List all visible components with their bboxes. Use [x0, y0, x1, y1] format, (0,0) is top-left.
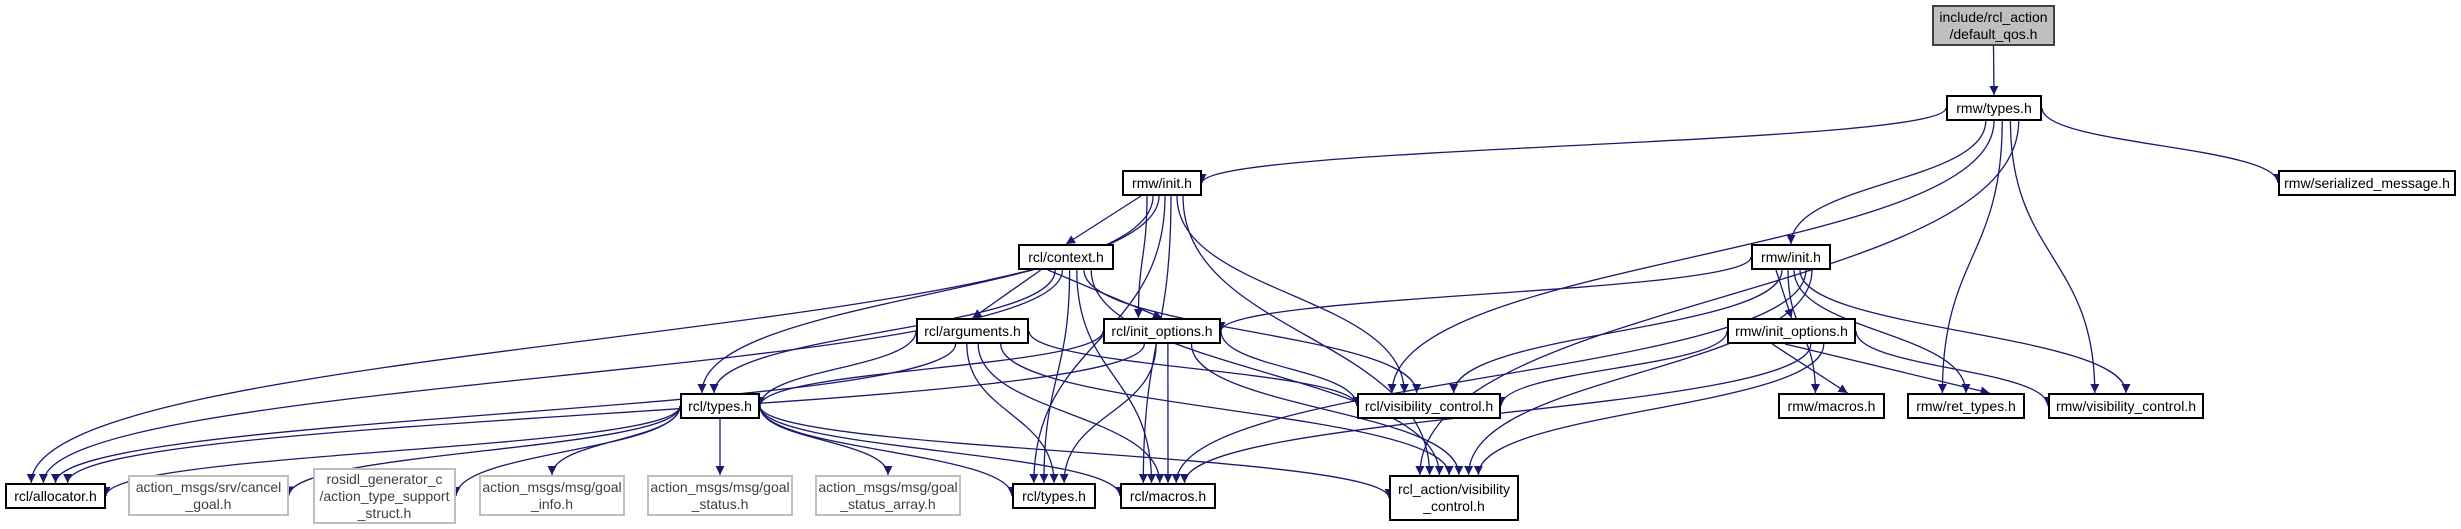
node-label: rmw/init.h [1132, 174, 1192, 191]
edge-rcl-arguments-to-rcl-types-bot [966, 343, 1059, 484]
node-rcl-init-options[interactable]: rcl/init_options.h [1103, 318, 1221, 344]
edge-rcl-types-mid-to-rcl-action-visibility [759, 405, 1394, 499]
edge-rmw-types-to-rcl-action-visibility [1415, 120, 2020, 476]
edge-rmw-init-a-to-rcl-action-visibility [1182, 195, 1435, 476]
edge-rcl-types-mid-to-cancel-goal [284, 405, 681, 496]
edge-rcl-arguments-to-rcl-action-visibility [1000, 343, 1454, 476]
node-label: rmw/ret_types.h [1916, 397, 2016, 414]
node-rmw-init-secondary[interactable]: rmw/init.h [1751, 244, 1831, 270]
edge-rmw-types-to-rmw-init-a [1197, 107, 1947, 184]
node-root-default-qos: include/rcl_action /default_qos.h [1932, 5, 2055, 46]
node-label: rcl/context.h [1028, 248, 1104, 265]
node-action-msgs-goal-status: action_msgs/msg/goal _status.h [647, 475, 793, 516]
edge-rcl-types-mid-to-goal-status-array [759, 405, 893, 476]
node-rcl-types[interactable]: rcl/types.h [680, 393, 760, 419]
edge-rcl-context-to-rcl-visibility-control [1083, 269, 1422, 394]
node-rcl-visibility-control[interactable]: rcl/visibility_control.h [1357, 393, 1501, 419]
node-label: rmw/init.h [1761, 248, 1821, 265]
node-label: rcl/macros.h [1129, 487, 1207, 504]
edge-rmw-init-b-to-rmw-ret-types [1793, 269, 1971, 394]
node-rmw-visibility-control[interactable]: rmw/visibility_control.h [2048, 393, 2204, 419]
edge-rmw-init-options-to-rmw-macros [1771, 343, 1848, 394]
edge-rcl-context-to-rcl-allocator [38, 269, 1064, 484]
node-rcl-types-secondary[interactable]: rcl/types.h [1012, 483, 1096, 509]
edge-rmw-init-a-to-rcl-types-bot [1029, 195, 1166, 484]
edge-rmw-init-b-to-rcl-action-visibility [1464, 269, 1813, 476]
edge-rcl-arguments-to-rcl-allocator [51, 343, 957, 484]
edge-rmw-types-to-rmw-init-b [1786, 120, 1987, 245]
node-label: action_msgs/msg/goal _info.h [482, 478, 622, 512]
node-rmw-init[interactable]: rmw/init.h [1122, 170, 1202, 196]
edge-rmw-init-b-to-rmw-init-options [1775, 269, 1794, 319]
edge-rmw-types-to-rmw-serialized-message [2041, 107, 2283, 184]
node-label: action_msgs/msg/goal _status_array.h [818, 478, 958, 512]
edge-rcl-init-options-to-rcl-allocator [63, 343, 1145, 484]
edge-rmw-init-a-to-rcl-context [1065, 195, 1142, 245]
node-rmw-init-options[interactable]: rmw/init_options.h [1727, 318, 1856, 344]
edge-rmw-init-options-to-rmw-ret-types [1784, 343, 1990, 396]
edge-rmw-init-options-to-rmw-visibility-control [1855, 330, 2053, 407]
node-label: rcl/arguments.h [924, 322, 1021, 339]
edge-rcl-types-mid-to-goal-info [547, 405, 681, 476]
edge-rcl-context-to-rcl-types-mid [709, 269, 1056, 394]
edge-rcl-arguments-to-rcl-macros [977, 343, 1165, 484]
node-label: rcl_action/visibility _control.h [1397, 481, 1511, 514]
edge-rcl-types-mid-to-rcl-types-bot [759, 405, 1017, 497]
edge-rmw-init-options-to-rcl-visibility-control [1496, 330, 1728, 407]
node-rcl-context[interactable]: rcl/context.h [1018, 244, 1114, 270]
node-label: rmw/types.h [1956, 99, 2032, 116]
node-rcl-allocator[interactable]: rcl/allocator.h [5, 483, 106, 509]
node-label: rosidl_generator_c /action_type_support … [319, 470, 450, 521]
edge-rmw-init-a-to-rcl-init-options [1133, 195, 1148, 319]
node-rmw-types[interactable]: rmw/types.h [1946, 95, 2042, 121]
edge-rmw-init-b-to-rcl-macros [1171, 269, 1807, 484]
edge-rcl-init-options-to-rcl-types-bot [1059, 343, 1157, 484]
edge-rmw-init-b-to-rcl-init-options [1216, 256, 1752, 332]
edge-rmw-init-options-to-rcl-action-visibility [1473, 343, 1825, 476]
edge-rcl-init-options-to-rcl-visibility-control [1220, 330, 1362, 407]
edge-root-to-rmw-types [1989, 45, 1999, 96]
edge-rcl-context-to-rcl-arguments [972, 269, 1042, 319]
node-label: rmw/visibility_control.h [2055, 397, 2197, 414]
edge-rcl-init-options-to-rcl-action-visibility [1190, 343, 1464, 476]
node-label: rcl/allocator.h [14, 487, 97, 504]
edge-rmw-init-a-to-rcl-visibility-control [1176, 195, 1409, 394]
edge-rmw-init-b-to-rcl-visibility-control [1449, 269, 1783, 394]
node-label: rcl/init_options.h [1111, 322, 1213, 339]
node-label: rmw/init_options.h [1735, 322, 1848, 339]
node-label: rmw/serialized_message.h [2284, 174, 2450, 191]
node-label: rmw/macros.h [1787, 397, 1876, 414]
edge-rmw-types-to-rcl-visibility-control [1387, 120, 1995, 394]
node-label: rcl/types.h [1022, 487, 1086, 504]
node-label: action_msgs/srv/cancel _goal.h [135, 478, 282, 512]
edge-rcl-arguments-to-rcl-types-mid [755, 330, 917, 407]
node-label: rcl/types.h [688, 397, 752, 414]
node-rmw-ret-types[interactable]: rmw/ret_types.h [1907, 393, 2025, 419]
edge-rmw-init-a-to-rcl-types-mid [697, 195, 1154, 394]
edge-rcl-init-options-to-rcl-types-mid [755, 330, 1104, 407]
edge-rcl-arguments-to-rcl-visibility-control [1028, 330, 1362, 407]
node-rmw-serialized-message[interactable]: rmw/serialized_message.h [2278, 170, 2456, 196]
edge-rcl-types-mid-to-rcl-macros [759, 405, 1125, 497]
node-rcl-action-visibility-control[interactable]: rcl_action/visibility _control.h [1389, 475, 1519, 521]
edge-rmw-init-b-to-rmw-visibility-control [1799, 269, 2131, 394]
edge-rmw-types-to-rmw-ret-types [1937, 120, 2003, 394]
node-rosidl-action-type-support-struct: rosidl_generator_c /action_type_support … [313, 468, 456, 524]
node-label: action_msgs/msg/goal _status.h [650, 478, 790, 512]
node-label: rcl/visibility_control.h [1364, 397, 1494, 414]
edge-rcl-context-to-rcl-macros [1076, 269, 1157, 484]
node-action-msgs-goal-status-array: action_msgs/msg/goal _status_array.h [815, 475, 961, 516]
node-rcl-macros[interactable]: rcl/macros.h [1120, 483, 1216, 509]
node-rmw-macros[interactable]: rmw/macros.h [1778, 393, 1885, 419]
node-action-msgs-cancel-goal: action_msgs/srv/cancel _goal.h [128, 475, 289, 516]
node-label: include/rcl_action /default_qos.h [1939, 8, 2048, 42]
node-action-msgs-goal-info: action_msgs/msg/goal _info.h [479, 475, 625, 516]
edge-rmw-types-to-rmw-visibility-control [2009, 120, 2100, 394]
node-rcl-arguments[interactable]: rcl/arguments.h [916, 318, 1029, 344]
